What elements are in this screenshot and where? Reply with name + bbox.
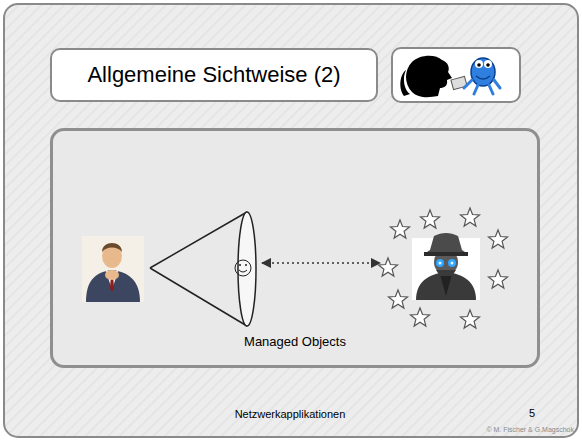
star bbox=[420, 210, 439, 228]
view-cone-part bbox=[239, 270, 247, 272]
star bbox=[378, 258, 397, 276]
logo-part bbox=[477, 63, 481, 67]
manager-figure-part bbox=[82, 236, 144, 302]
spy-figure-part bbox=[436, 270, 456, 276]
star bbox=[390, 220, 409, 238]
star bbox=[488, 270, 507, 288]
spy-figure-part bbox=[440, 274, 452, 296]
logo-part bbox=[476, 76, 490, 79]
logo bbox=[392, 48, 520, 102]
star-cluster bbox=[378, 208, 507, 328]
logo-part bbox=[392, 48, 520, 102]
panel-ground bbox=[52, 130, 539, 367]
view-cone-part bbox=[238, 212, 256, 326]
view-cone-part bbox=[150, 212, 247, 326]
manager-figure-part bbox=[102, 243, 122, 252]
view-cone-part bbox=[235, 260, 251, 276]
copyright-note: © M. Fischer & G.Magschok bbox=[486, 426, 574, 433]
panel-caption: Managed Objects bbox=[244, 334, 346, 349]
logo-part bbox=[464, 80, 500, 94]
spy-figure-part bbox=[439, 262, 442, 265]
manager-figure-part bbox=[105, 270, 119, 280]
spy-figure-part bbox=[436, 259, 444, 267]
logo-part bbox=[484, 60, 492, 68]
manager-figure bbox=[82, 236, 144, 302]
view-cone-part bbox=[239, 264, 241, 266]
spy-figure bbox=[412, 233, 480, 300]
footer-text: Netzwerkapplikationen bbox=[235, 408, 346, 420]
logo-part bbox=[400, 70, 410, 96]
logo-part bbox=[486, 63, 490, 67]
title-box: Allgemeine Sichtweise (2) bbox=[50, 48, 378, 102]
observation-arrow bbox=[262, 262, 380, 264]
spy-figure-part bbox=[424, 233, 468, 254]
star bbox=[488, 230, 507, 248]
spy-figure-part bbox=[416, 272, 476, 300]
spy-figure-part bbox=[451, 262, 454, 265]
logo-part bbox=[475, 60, 483, 68]
star bbox=[410, 308, 429, 326]
page-number: 5 bbox=[529, 407, 535, 419]
slide-frame bbox=[4, 4, 578, 437]
manager-figure-part bbox=[102, 244, 122, 268]
slide-title: Allgemeine Sichtweise (2) bbox=[87, 62, 340, 88]
star bbox=[460, 310, 479, 328]
view-cone bbox=[150, 212, 256, 326]
manager-figure-part bbox=[86, 270, 140, 302]
logo-part bbox=[471, 58, 495, 86]
logo-part bbox=[406, 56, 452, 97]
spy-figure-part bbox=[448, 259, 456, 267]
diagram-panel: Managed Objects bbox=[50, 128, 540, 368]
star bbox=[460, 208, 479, 226]
star bbox=[388, 290, 407, 308]
view-cone-part bbox=[245, 264, 247, 266]
spy-figure-part bbox=[424, 252, 468, 256]
